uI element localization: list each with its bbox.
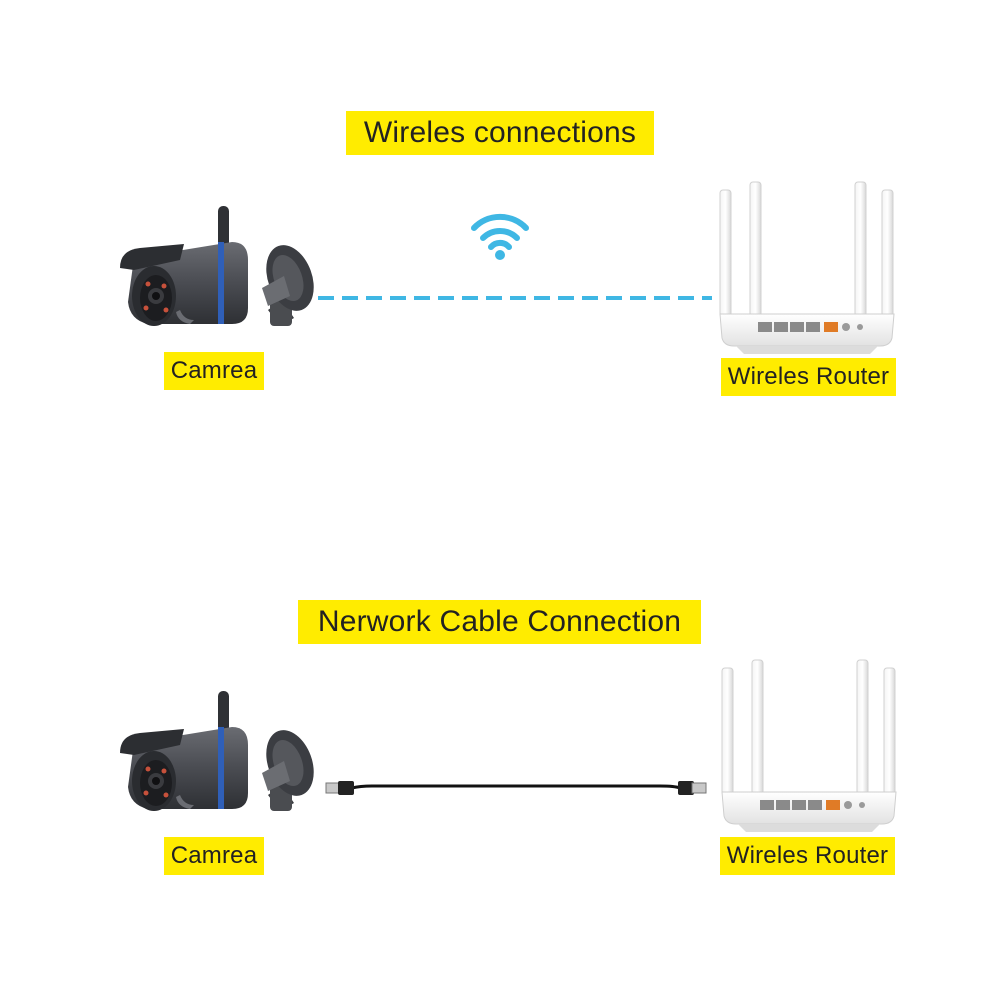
camera-wireless-image [120, 206, 323, 326]
wifi-icon [471, 213, 529, 260]
router-cable-image [721, 659, 897, 833]
router-label: Wireles Router [721, 358, 896, 396]
camera-cable-image [120, 691, 323, 811]
cable-section-title: Nerwork Cable Connection [298, 600, 701, 644]
router-label: Wireles Router [720, 837, 895, 875]
wireless-section-title: Wireles connections [346, 111, 654, 155]
router-wireless-image [719, 181, 895, 355]
ethernet-cable [325, 781, 707, 795]
camera-label: Camrea [164, 837, 264, 875]
camera-label: Camrea [164, 352, 264, 390]
